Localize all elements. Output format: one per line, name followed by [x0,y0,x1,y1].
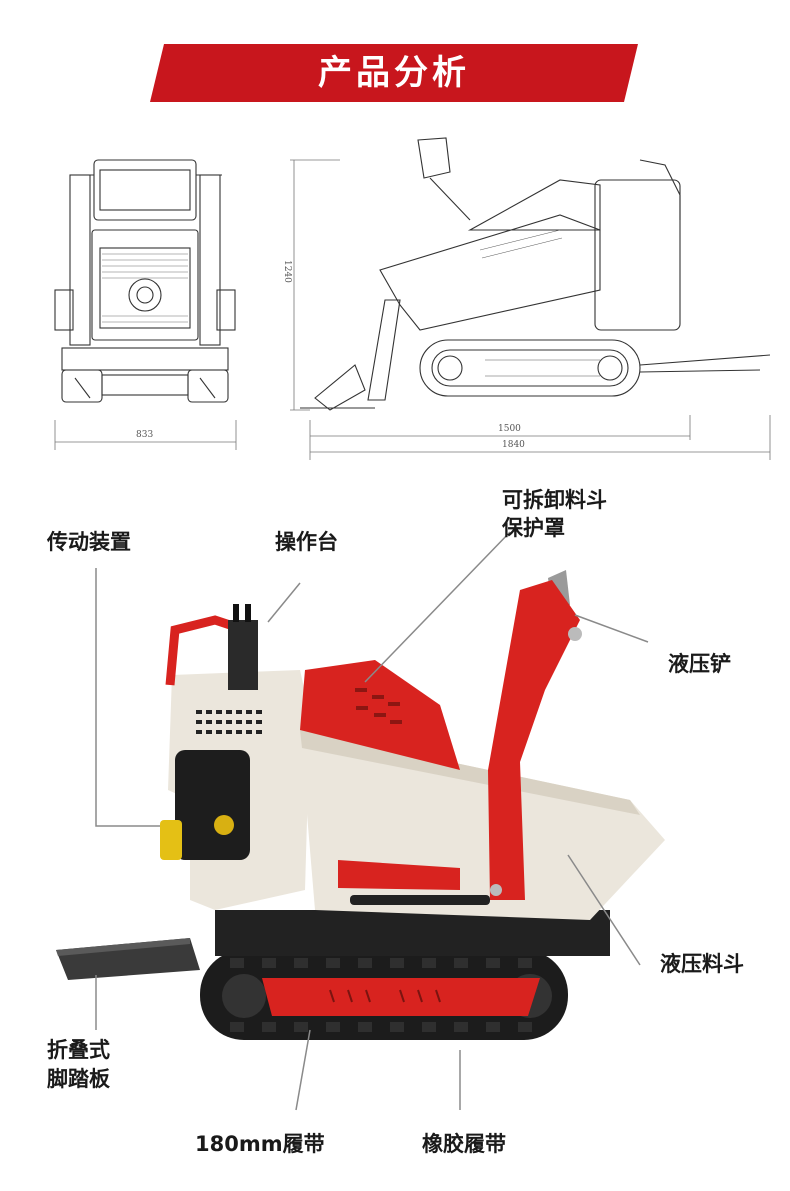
banner-title: 产品分析 [318,53,470,93]
label-track-180: 180mm履带 [195,1132,325,1156]
product-photo: 传动装置 操作台 可拆卸料斗 保护罩 液压铲 液压料斗 折叠式 脚踏板 180m… [0,470,790,1187]
banner-shape [150,44,638,102]
label-rubber-track: 橡胶履带 [422,1132,506,1156]
line-drawing [54,137,771,460]
label-pedal-line1: 折叠式 [47,1038,110,1062]
technical-drawing: 833 1240 1500 1840 [0,120,790,470]
dumper-illustration [56,531,665,1111]
label-pedal-line2: 脚踏板 [47,1067,110,1091]
dim-length-body: 1500 [498,424,521,434]
dim-length-total: 1840 [502,440,525,450]
label-guard-line1: 可拆卸料斗 [502,488,607,512]
dim-height: 1240 [282,260,292,283]
section-banner: 产品分析 [150,44,638,102]
label-transmission: 传动装置 [47,530,131,554]
label-shovel: 液压铲 [668,652,731,676]
dim-width: 833 [136,430,154,440]
label-guard-line2: 保护罩 [502,516,565,540]
label-console: 操作台 [275,530,338,554]
label-bucket: 液压料斗 [660,952,744,976]
